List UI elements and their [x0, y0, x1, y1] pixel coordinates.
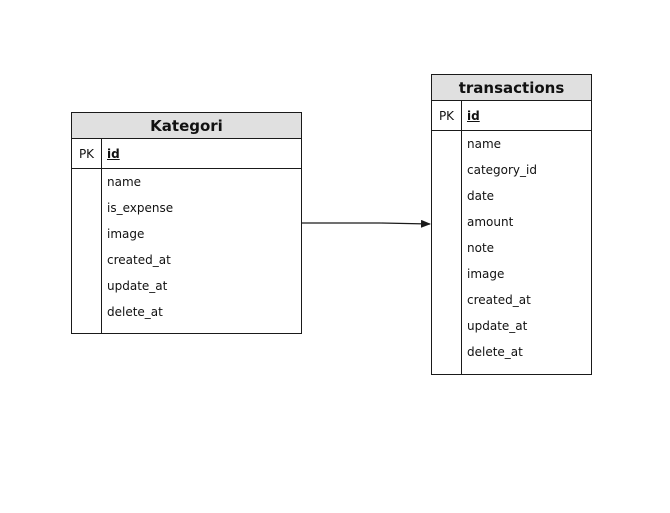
- attribute-row[interactable]: delete_at: [467, 345, 523, 359]
- relationship-line: [302, 219, 431, 228]
- entity-transactions[interactable]: transactions PK id name category_id date…: [431, 74, 592, 375]
- entity-title: transactions: [432, 75, 591, 101]
- attribute-list: name is_expense image created_at update_…: [102, 169, 173, 333]
- primary-key-row[interactable]: PK id: [432, 101, 591, 131]
- attribute-row[interactable]: note: [467, 241, 495, 255]
- attribute-row[interactable]: created_at: [107, 253, 171, 267]
- attribute-list: name category_id date amount note image …: [462, 131, 537, 374]
- entity-kategori[interactable]: Kategori PK id name is_expense image cre…: [71, 112, 302, 334]
- pk-label: PK: [432, 101, 462, 130]
- attribute-row[interactable]: image: [107, 227, 145, 241]
- attribute-row[interactable]: delete_at: [107, 305, 163, 319]
- attribute-row[interactable]: name: [467, 137, 502, 151]
- attribute-block: name category_id date amount note image …: [432, 131, 591, 374]
- entity-title: Kategori: [72, 113, 301, 139]
- attribute-row[interactable]: is_expense: [107, 201, 174, 215]
- attribute-key-column: [432, 131, 462, 374]
- attribute-row[interactable]: update_at: [107, 279, 168, 293]
- attribute-row[interactable]: amount: [467, 215, 514, 229]
- primary-key-row[interactable]: PK id: [72, 139, 301, 169]
- attribute-row[interactable]: date: [467, 189, 495, 203]
- attribute-row[interactable]: created_at: [467, 293, 531, 307]
- attribute-key-column: [72, 169, 102, 333]
- attribute-row[interactable]: image: [467, 267, 505, 281]
- attribute-row[interactable]: update_at: [467, 319, 528, 333]
- attribute-row[interactable]: category_id: [467, 163, 537, 177]
- pk-field: id: [107, 146, 120, 161]
- attribute-block: name is_expense image created_at update_…: [72, 169, 301, 333]
- attribute-row[interactable]: name: [107, 175, 142, 189]
- pk-field: id: [467, 108, 480, 123]
- pk-label: PK: [72, 139, 102, 168]
